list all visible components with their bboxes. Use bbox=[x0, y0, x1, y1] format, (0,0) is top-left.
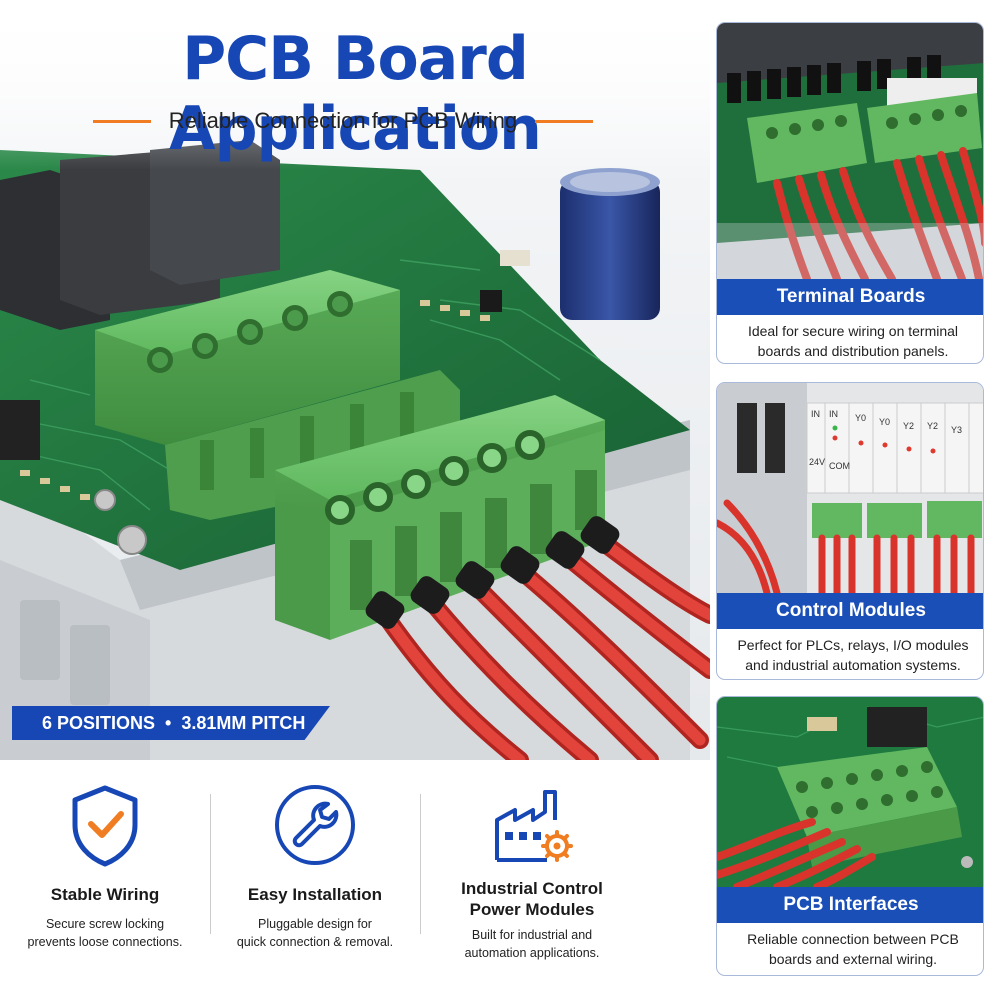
feature-desc-line: automation applications. bbox=[464, 946, 600, 960]
panel-desc-line: and industrial automation systems. bbox=[745, 657, 961, 673]
feature-desc: Pluggable design for quick connection & … bbox=[215, 915, 415, 951]
hero-photo bbox=[0, 0, 710, 760]
page-title: PCB Board Application bbox=[169, 24, 542, 164]
plc-label: IN bbox=[811, 409, 820, 419]
feature-title-line: Power Modules bbox=[469, 900, 595, 919]
hero-section: PCB Board Application Reliable Connectio… bbox=[0, 0, 710, 760]
panel-title: PCB Interfaces bbox=[717, 887, 983, 923]
feature-title: Stable Wiring bbox=[50, 885, 160, 904]
feature-divider bbox=[210, 794, 211, 934]
plc-label: IN bbox=[829, 409, 838, 419]
feature-title: Easy Installation bbox=[247, 885, 383, 904]
feature-desc-line: Pluggable design for bbox=[258, 917, 372, 931]
feature-desc-line: prevents loose connections. bbox=[27, 935, 183, 949]
plc-label: Y0 bbox=[879, 417, 890, 427]
spec-separator: • bbox=[165, 712, 172, 733]
factory-gear-icon bbox=[495, 790, 573, 862]
features-row: Stable Wiring Secure screw locking preve… bbox=[0, 770, 710, 1000]
panel-pcb-interfaces: PCB Interfaces Reliable connection betwe… bbox=[716, 696, 984, 976]
subtitle-rule-left bbox=[92, 119, 151, 123]
subtitle-row: Reliable Connection for PCB Wiring bbox=[78, 108, 608, 134]
subtitle: Reliable Connection for PCB Wiring bbox=[168, 108, 518, 133]
feature-desc-line: Secure screw locking bbox=[45, 917, 165, 931]
control-modules-photo: IN IN Y0 Y0 Y2 Y2 Y3 24V COM bbox=[717, 383, 983, 593]
panel-title: Control Modules bbox=[717, 593, 983, 629]
feature-desc: Built for industrial and automation appl… bbox=[432, 926, 632, 962]
panel-desc-line: Perfect for PLCs, relays, I/O modules bbox=[737, 637, 969, 653]
spec-pitch: 3.81MM PITCH bbox=[181, 712, 306, 733]
panel-desc: Perfect for PLCs, relays, I/O modules an… bbox=[717, 635, 983, 675]
feature-title: Industrial Control Power Modules bbox=[432, 878, 632, 920]
feature-desc-line: quick connection & removal. bbox=[236, 935, 394, 949]
panel-control-modules: IN IN Y0 Y0 Y2 Y2 Y3 24V COM Control Mod… bbox=[716, 382, 984, 680]
panel-title: Terminal Boards bbox=[717, 279, 983, 315]
plc-label: Y2 bbox=[927, 421, 938, 431]
feature-desc: Secure screw locking prevents loose conn… bbox=[5, 915, 205, 951]
plc-label: Y2 bbox=[903, 421, 914, 431]
panel-desc-line: Ideal for secure wiring on terminal bbox=[747, 323, 959, 339]
spec-positions: 6 POSITIONS bbox=[42, 712, 156, 733]
panel-desc-line: boards and external wiring. bbox=[768, 951, 938, 967]
shield-check-icon bbox=[72, 785, 138, 867]
plc-label: 24V bbox=[809, 457, 825, 467]
plc-label: COM bbox=[829, 461, 850, 471]
wrench-icon bbox=[275, 785, 355, 865]
panel-desc-line: Reliable connection between PCB bbox=[747, 931, 959, 947]
feature-divider bbox=[420, 794, 421, 934]
terminal-boards-photo bbox=[717, 23, 983, 279]
pcb-interfaces-photo bbox=[717, 697, 983, 887]
feature-desc-line: Built for industrial and bbox=[471, 928, 593, 942]
panel-desc: Ideal for secure wiring on terminal boar… bbox=[717, 321, 983, 361]
feature-industrial-control: Industrial Control Power Modules Built f… bbox=[432, 770, 632, 962]
feature-easy-installation: Easy Installation Pluggable design for q… bbox=[215, 770, 415, 951]
spec-badge: 6 POSITIONS • 3.81MM PITCH bbox=[12, 706, 330, 740]
panel-desc-line: boards and distribution panels. bbox=[757, 343, 949, 359]
plc-label: Y3 bbox=[951, 425, 962, 435]
panel-desc: Reliable connection between PCB boards a… bbox=[717, 929, 983, 969]
plc-label: Y0 bbox=[855, 413, 866, 423]
feature-title-line: Industrial Control bbox=[461, 879, 603, 898]
feature-stable-wiring: Stable Wiring Secure screw locking preve… bbox=[5, 770, 205, 951]
subtitle-rule-right bbox=[535, 119, 594, 123]
panel-terminal-boards: Terminal Boards Ideal for secure wiring … bbox=[716, 22, 984, 364]
